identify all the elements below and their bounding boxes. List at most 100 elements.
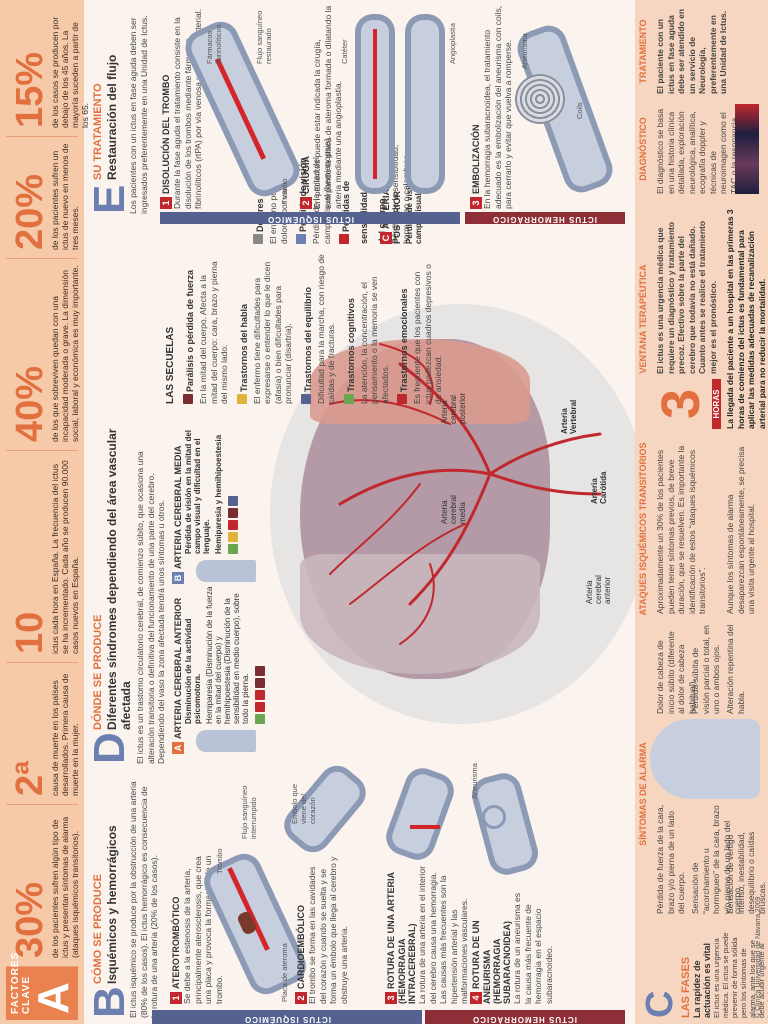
tag-flujo: Flujo sanguíneo interrumpido	[240, 785, 258, 839]
tratamiento-text: El paciente con un ictus en fase aguda d…	[655, 8, 728, 94]
stat-value: 40%	[9, 365, 51, 442]
ictus-hemorragico-band: ICTUS HEMORRÁGICO	[425, 1010, 625, 1024]
label-arteria-carotida: Arteria Carótida	[590, 471, 608, 504]
item-title: ATEROTROMBÓTICO	[171, 896, 181, 989]
catheter-line	[373, 29, 377, 179]
tag-trombo-e: Trombo	[280, 178, 289, 204]
symptom-1: Pérdida de fuerza de la cara, brazo y/o …	[655, 804, 686, 914]
section-b-intro: El ictus isquémico se produce por la obs…	[128, 781, 159, 1018]
stat-text: ictus cada hora en España. La frecuencia…	[50, 460, 80, 654]
ictus-hemorragico-band-e: ICTUS HEMORRÁGICO	[465, 212, 625, 224]
ventana-header: VENTANA TERAPÉUTICA	[638, 264, 648, 374]
ataques-note: Aunque los síntomas de alarma desaparezc…	[725, 446, 756, 614]
carotid-artery-path	[488, 472, 602, 496]
stat-value: 20%	[9, 173, 51, 250]
three-hours-number: 3	[651, 388, 711, 420]
key-factors-label-cell: FACTORES CLAVE A	[6, 952, 78, 1020]
item-number: 4	[470, 992, 482, 1004]
ataques-text: Aproximadamente un 30% de los pacientes …	[655, 445, 707, 614]
artery-symptom: Pérdida de visión en la mitad del campo …	[184, 429, 211, 554]
section-e-title: SU TRATAMIENTO	[92, 83, 104, 180]
stat-value: 15%	[9, 51, 51, 128]
symptom-5: Pérdida súbita de visión parcial o total…	[690, 625, 721, 714]
stat-4: 40% de los que sobreviven quedan con una…	[6, 258, 80, 448]
coils-aneurysm	[515, 74, 565, 124]
section-d-letter: D	[85, 732, 134, 764]
tratamiento-header: TRATAMIENTO	[638, 19, 648, 84]
section-a-letter: A	[29, 982, 78, 1014]
tag-aneurisma: Aneurisma	[470, 763, 479, 799]
sequela-icons-row	[225, 414, 243, 554]
patient-figure	[650, 719, 760, 799]
item-text: La rotura de un aneurisma es la causa má…	[512, 892, 554, 1004]
section-b-title: CÓMO SE PRODUCE	[92, 873, 104, 984]
treatment-3: 3EMBOLIZACIÓN En la hemorragia subaracno…	[470, 5, 513, 209]
brain-scan-strip	[735, 104, 759, 194]
credit-line: © Clínica Universidad de Navarra 2009	[755, 896, 762, 1019]
stat-text: de los pacientes sufren algún tipo de ic…	[50, 816, 80, 958]
section-c-letter: C	[639, 990, 681, 1018]
item-text: La rotura de una arteria en el interior …	[417, 866, 469, 1004]
item-number: 3	[385, 992, 397, 1004]
artery-letter: A	[172, 742, 184, 754]
secuelas-title: LAS SECUELAS	[165, 326, 176, 404]
key-factors-band: FACTORES CLAVE A 30% de los pacientes su…	[0, 0, 90, 1024]
symptom-6: Alteración repentina del habla.	[725, 624, 746, 714]
label-arteria-cerebral-anterior: Arteria cerebral anterior	[585, 575, 612, 604]
artery-b-block: B ARTERIA CEREBRAL MEDIA Pérdida de visió…	[172, 414, 243, 584]
section-d-title: DÓNDE SE PRODUCE	[92, 614, 104, 730]
ventana-text: El ictus es una urgencia médica que requ…	[655, 220, 718, 374]
brain-arteries-svg	[329, 343, 602, 645]
tag-farmacos: Fármacos fibrinolíticos	[205, 24, 223, 64]
vertebral-artery-path	[488, 432, 602, 476]
tag-coils: Coils	[575, 102, 584, 119]
artery-symptom: Hemiparesia y hemihipoestesia	[214, 434, 223, 554]
artery-name: ARTERIA CEREBRAL ANTERIOR	[173, 597, 183, 739]
artery-a-block: A ARTERIA CEREBRAL ANTERIOR Disminución d…	[172, 584, 270, 754]
tag-trombo: Trombo	[215, 848, 224, 874]
section-d-header: D DÓNDE SE PRODUCE Diferentes síndromes …	[85, 424, 135, 764]
section-e-subtitle: Restauración del flujo	[105, 54, 119, 180]
stat-1: 30% de los pacientes sufren algún tipo d…	[6, 804, 80, 964]
stat-value: 10	[9, 611, 51, 654]
artery-illustration-4	[467, 769, 543, 879]
section-b-subtitle: Isquémicos y hemorrágicos	[105, 825, 119, 984]
section-e-letter: E	[85, 184, 134, 214]
section-e-intro: Los pacientes con un ictus en fase aguda…	[128, 15, 149, 214]
tag-aneurisma-e: Aneurisma	[520, 33, 529, 69]
ictus-isquemico-band-e: ICTUS ISQUÉMICO	[160, 212, 460, 224]
ventana-bold: La llegada del paciente a un hospital en…	[725, 209, 767, 429]
stat-3: 10 ictus cada hora en España. La frecuen…	[6, 450, 80, 660]
tag-cateter: Catéter	[340, 39, 349, 64]
stat-value: 2ª	[9, 760, 51, 796]
artery-symptom: Disminución de la actividad psicomotora.	[184, 618, 202, 724]
tag-embolo: Émbolo que viene del corazón	[290, 783, 317, 824]
label-arteria-cerebral-media: Arteria cerebral media	[440, 495, 467, 524]
sintomas-header: SÍNTOMAS DE ALARMA	[638, 742, 648, 846]
aneurysm-bulge	[482, 805, 506, 829]
item-rotura-arteria: 3ROTURA DE UNA ARTERIA (HEMORRAGIA INTRA…	[385, 864, 470, 1004]
stat-2: 2ª causa de muerte en los países desarro…	[6, 662, 80, 802]
hours-label: HORAS	[712, 379, 721, 429]
artery-letter: C	[380, 232, 392, 244]
section-c-subtitle: La rapidez de actuación es vital	[692, 942, 712, 1018]
stat-value: 30%	[9, 881, 51, 958]
label-arteria-cerebral-posterior: Arteria cerebral posterior	[440, 392, 467, 424]
section-b-letter: B	[85, 986, 134, 1018]
tag-flujo-restaurado: Flujo sanguíneo restaurado	[255, 10, 273, 64]
artery-illustration-3	[381, 763, 459, 865]
section-d-subtitle: Diferentes síndromes dependiendo del áre…	[105, 428, 133, 730]
ictus-isquemico-band: ICTUS ISQUÉMICO	[152, 1010, 422, 1024]
treatment-2: 2CIRUGÍA En pacientes puede estar indica…	[300, 5, 343, 209]
bleed-line	[410, 825, 440, 829]
artery-name: ARTERIA CEREBRAL MEDIA	[173, 445, 183, 569]
body-silhouette-icon	[196, 730, 256, 752]
tag-placa: Placa de ateroma	[280, 943, 289, 1002]
item-title: ROTURA DE UNA ARTERIA (HEMORRAGIA INTRAC…	[386, 872, 417, 1004]
artery-letter: B	[172, 572, 184, 584]
stat-text: de los que sobreviven quedan con una inc…	[50, 265, 80, 442]
